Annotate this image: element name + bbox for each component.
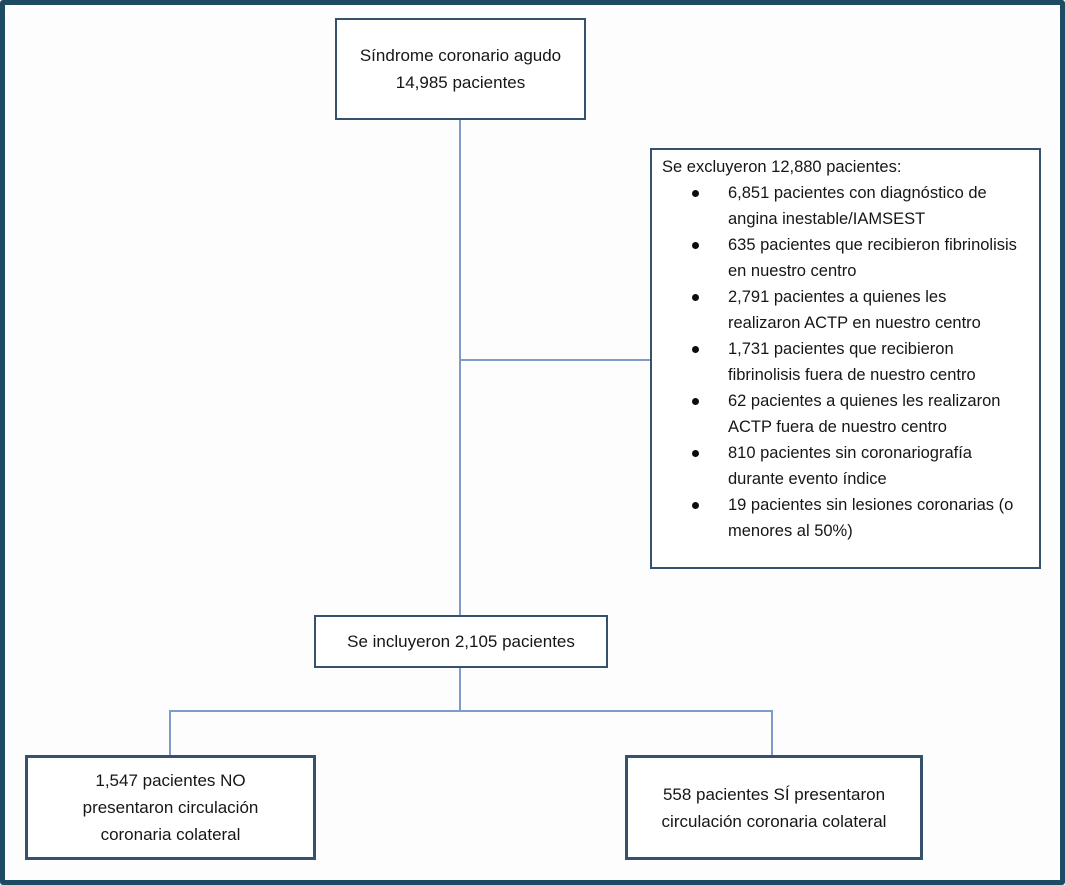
exclusion-item-text: 810 pacientes sin coronariografía durant… xyxy=(728,444,972,488)
included-box: Se incluyeron 2,105 pacientes xyxy=(314,615,608,668)
exclusion-item-text: 1,731 pacientes que recibieron fibrinoli… xyxy=(728,340,976,384)
exclusion-header: Se excluyeron 12,880 pacientes: xyxy=(662,158,902,176)
exclusion-item-text: 635 pacientes que recibieron fibrinolisi… xyxy=(728,236,1017,280)
yes-collateral-line1: 558 pacientes SÍ presentaron xyxy=(662,784,886,804)
connector-included-stem xyxy=(459,668,461,711)
acs-total-box: Síndrome coronario agudo 14,985 paciente… xyxy=(335,18,586,120)
acs-total-line1: Síndrome coronario agudo xyxy=(359,46,562,65)
included-label: Se incluyeron 2,105 pacientes xyxy=(347,632,575,651)
exclusion-item-text: 19 pacientes sin lesiones coronarias (o … xyxy=(728,496,1014,540)
no-collateral-box: 1,547 pacientes NO presentaron circulaci… xyxy=(25,755,316,860)
exclusion-item: 635 pacientes que recibieron fibrinolisi… xyxy=(660,232,1031,284)
exclusion-item: 810 pacientes sin coronariografía durant… xyxy=(660,440,1031,492)
exclusion-item-text: 6,851 pacientes con diagnóstico de angin… xyxy=(728,184,987,228)
connector-branch-to-exclusion xyxy=(459,359,650,361)
exclusion-box: Se excluyeron 12,880 pacientes: 6,851 pa… xyxy=(650,148,1041,569)
exclusion-item: 1,731 pacientes que recibieron fibrinoli… xyxy=(660,336,1031,388)
yes-collateral-box: 558 pacientes SÍ presentaron circulación… xyxy=(625,755,923,860)
acs-total-line2: 14,985 pacientes xyxy=(395,73,526,92)
no-collateral-line2: presentaron circulación xyxy=(82,798,259,817)
exclusion-item: 62 pacientes a quienes les realizaron AC… xyxy=(660,388,1031,440)
connector-drop-left xyxy=(169,710,171,755)
bullet-icon xyxy=(692,294,699,301)
no-collateral-line1: 1,547 pacientes NO xyxy=(95,771,246,790)
bullet-icon xyxy=(692,346,699,353)
bullet-icon xyxy=(692,450,699,457)
connector-drop-right xyxy=(771,710,773,755)
exclusion-list: 6,851 pacientes con diagnóstico de angin… xyxy=(660,180,1031,544)
connector-acs-to-included xyxy=(459,120,461,615)
bullet-icon xyxy=(692,502,699,509)
exclusion-item: 2,791 pacientes a quienes les realizaron… xyxy=(660,284,1031,336)
bullet-icon xyxy=(692,190,699,197)
exclusion-item-text: 2,791 pacientes a quienes les realizaron… xyxy=(728,288,981,332)
exclusion-item: 19 pacientes sin lesiones coronarias (o … xyxy=(660,492,1031,544)
yes-collateral-line2: circulación coronaria colateral xyxy=(661,811,887,831)
exclusion-item: 6,851 pacientes con diagnóstico de angin… xyxy=(660,180,1031,232)
no-collateral-line3: coronaria colateral xyxy=(100,825,241,844)
bullet-icon xyxy=(692,398,699,405)
exclusion-item-text: 62 pacientes a quienes les realizaron AC… xyxy=(728,392,1001,436)
connector-split-horizontal xyxy=(169,710,773,712)
bullet-icon xyxy=(692,242,699,249)
